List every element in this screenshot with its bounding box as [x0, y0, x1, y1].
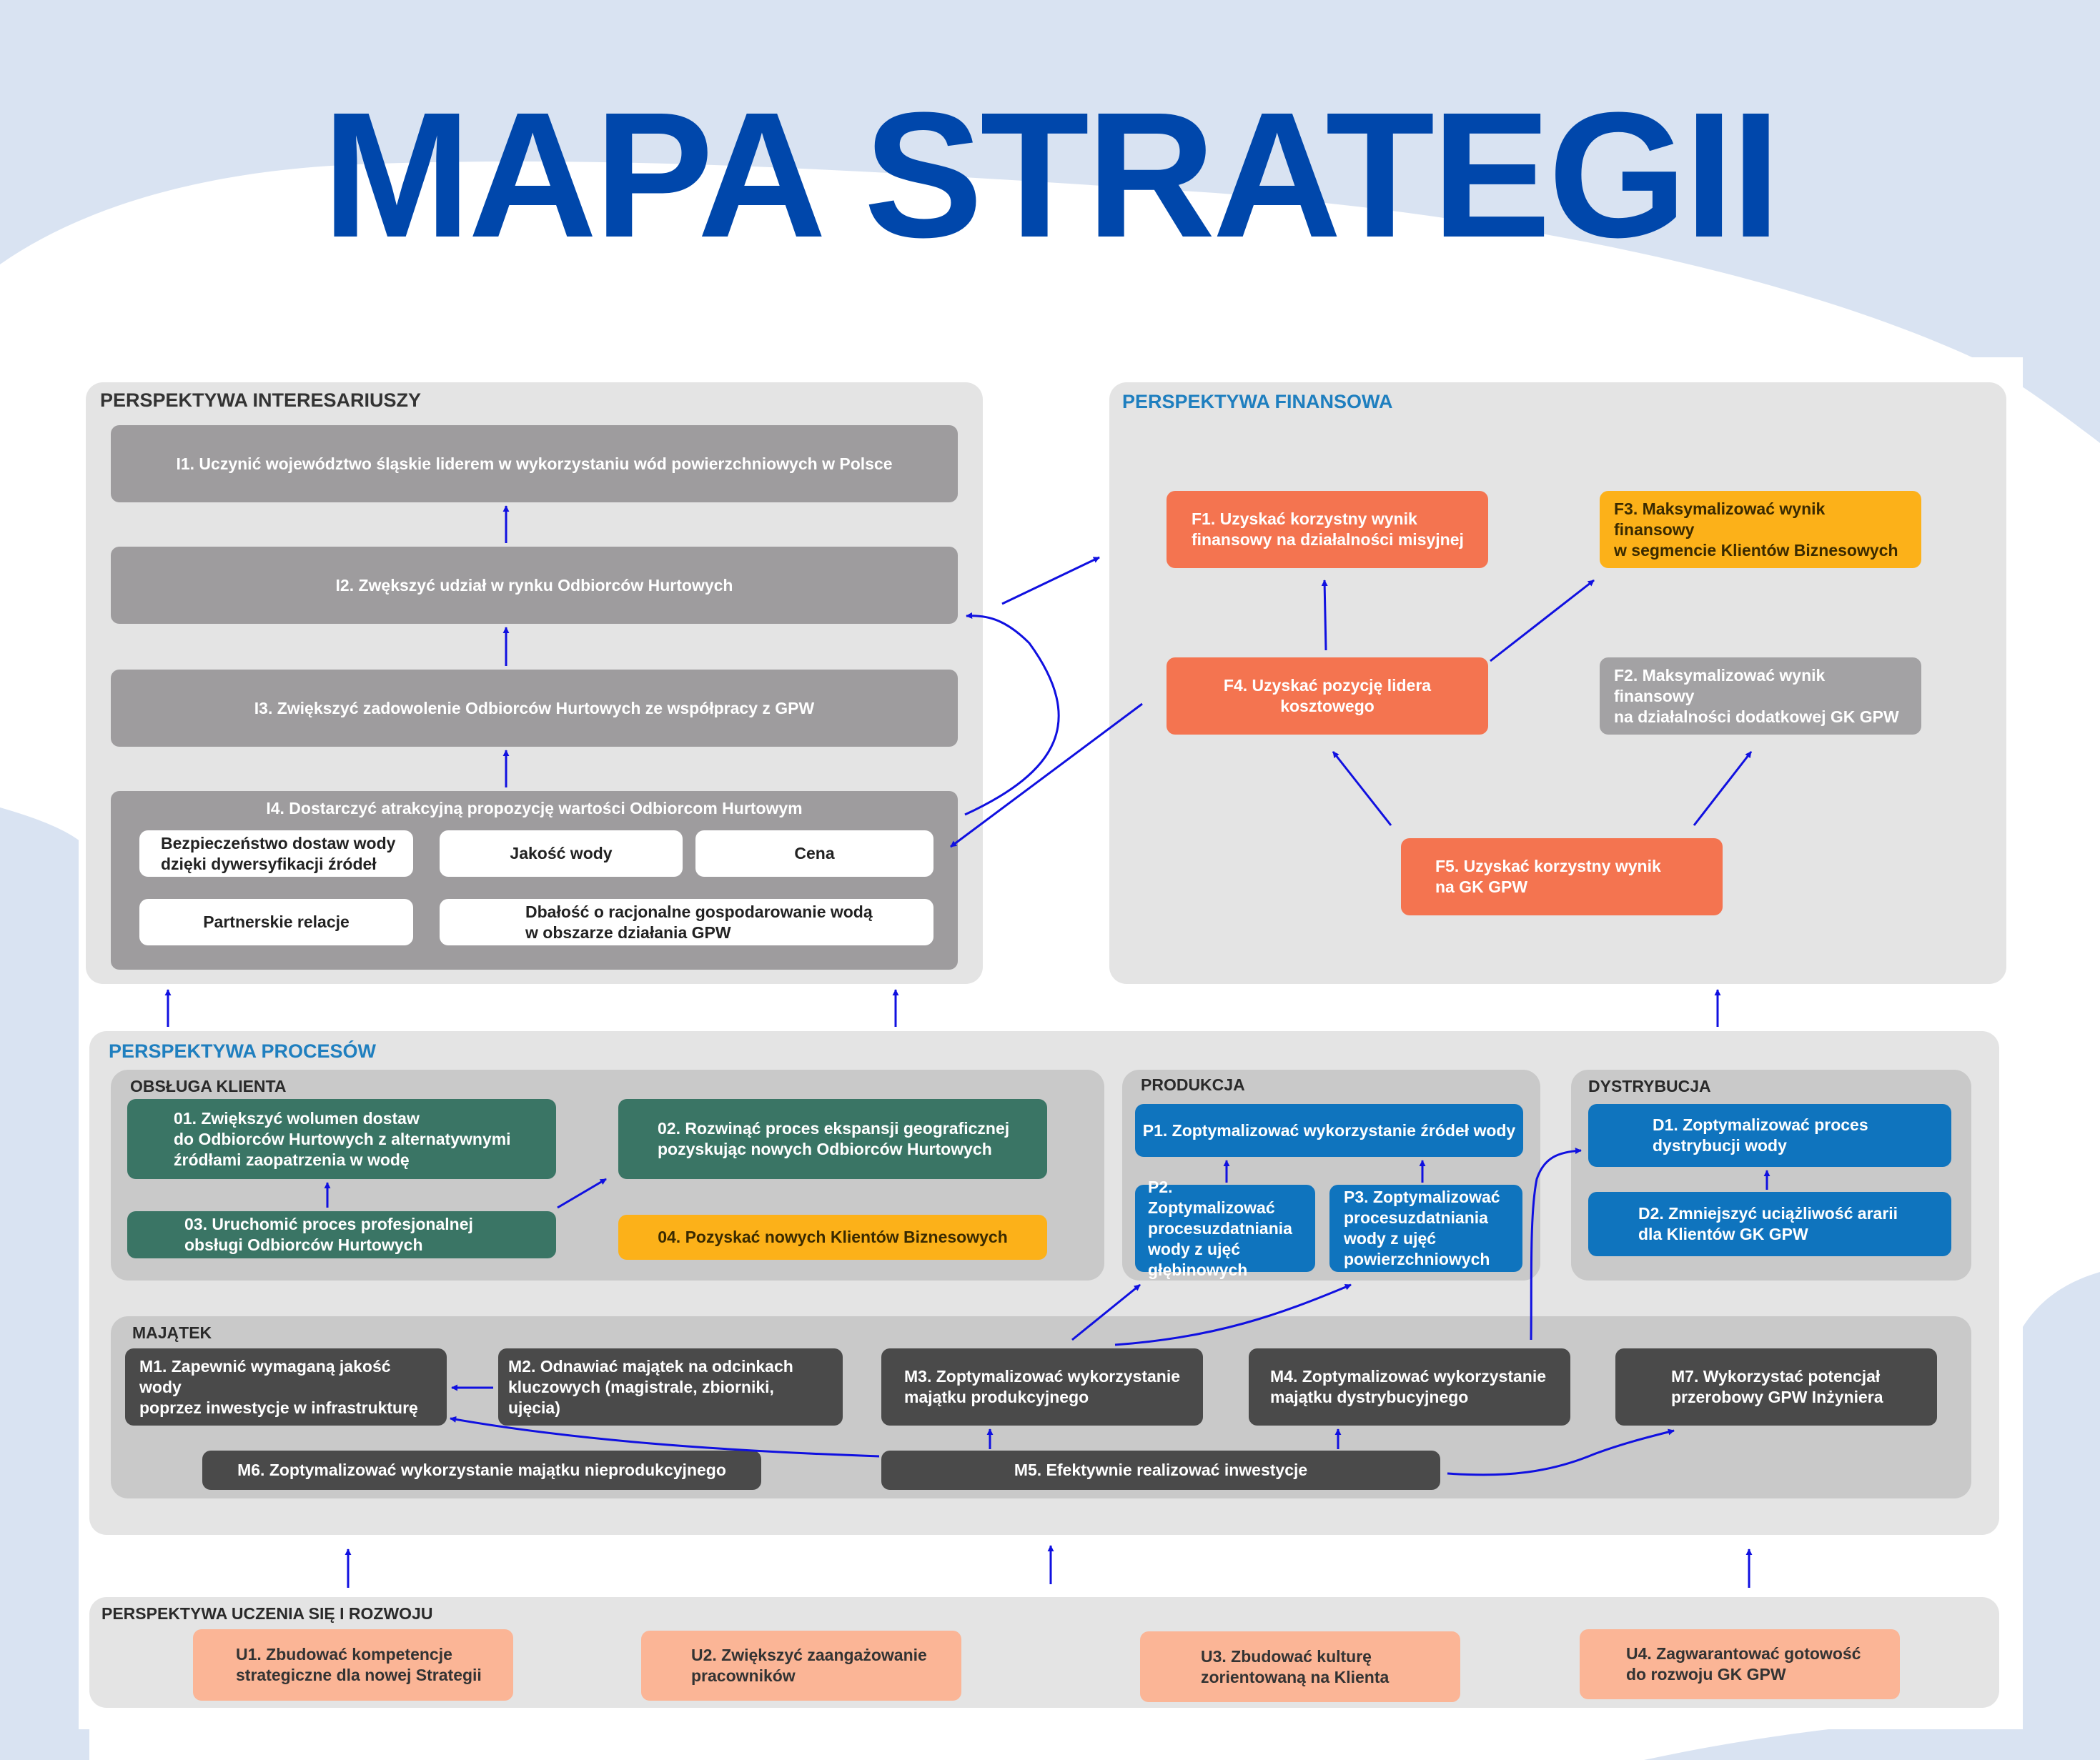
i4-value-price: Cena [695, 830, 933, 877]
objective-i2[interactable]: I2. Zwększyć udział w rynku Odbiorców Hu… [111, 547, 958, 624]
objective-p2[interactable]: P2. Zoptymalizować procesuzdatniania wod… [1135, 1178, 1315, 1279]
i4-value-partnership: Partnerskie relacje [139, 899, 413, 945]
objective-u4[interactable]: U4. Zagwarantować gotowość do rozwoju GK… [1580, 1629, 1900, 1699]
objective-m3[interactable]: M3. Zoptymalizować wykorzystanie majątku… [881, 1348, 1203, 1426]
objective-m2[interactable]: M2. Odnawiać majątek na odcinkach kluczo… [498, 1348, 843, 1426]
objective-u3[interactable]: U3. Zbudować kulturę zorientowaną na Kli… [1140, 1631, 1460, 1702]
customer-service-title: OBSŁUGA KLIENTA [130, 1077, 287, 1095]
objective-m7[interactable]: M7. Wykorzystać potencjał przerobowy GPW… [1615, 1348, 1937, 1426]
objective-p3[interactable]: P3. Zoptymalizować procesuzdatniania wod… [1329, 1185, 1522, 1272]
objective-m1[interactable]: M1. Zapewnić wymaganą jakość wody poprze… [125, 1348, 447, 1426]
assets-title: MAJĄTEK [132, 1323, 212, 1342]
objective-u2[interactable]: U2. Zwiększyć zaangażowanie pracowników [641, 1631, 961, 1701]
production-title: PRODUKCJA [1141, 1075, 1245, 1094]
objective-o2[interactable]: 02. Rozwinąć proces ekspansji geograficz… [618, 1099, 1047, 1179]
objective-f2[interactable]: F2. Maksymalizować wynik finansowy na dz… [1600, 657, 1921, 735]
learning-perspective-title: PERSPEKTYWA UCZENIA SIĘ I ROZWOJU [101, 1604, 433, 1623]
objective-m4[interactable]: M4. Zoptymalizować wykorzystanie majątku… [1249, 1348, 1570, 1426]
objective-f4[interactable]: F4. Uzyskać pozycję lidera kosztowego [1167, 657, 1488, 735]
objective-m6[interactable]: M6. Zoptymalizować wykorzystanie majątku… [202, 1451, 761, 1490]
objective-f3[interactable]: F3. Maksymalizować wynik finansowy w seg… [1600, 491, 1921, 568]
process-perspective-title: PERSPEKTYWA PROCESÓW [109, 1040, 377, 1062]
objective-i3[interactable]: I3. Zwiększyć zadowolenie Odbiorców Hurt… [111, 670, 958, 747]
objective-u1[interactable]: U1. Zbudować kompetencje strategiczne dl… [193, 1629, 513, 1701]
objective-d1[interactable]: D1. Zoptymalizować proces dystrybucji wo… [1588, 1104, 1951, 1167]
financial-perspective-title: PERSPEKTYWA FINANSOWA [1122, 391, 1393, 412]
objective-p1[interactable]: P1. Zoptymalizować wykorzystanie źródeł … [1135, 1104, 1523, 1157]
objective-o1[interactable]: 01. Zwiększyć wolumen dostaw do Odbiorcó… [127, 1099, 556, 1179]
i4-value-water-quality: Jakość wody [440, 830, 683, 877]
i4-value-rational-water-management: Dbałość o racjonalne gospodarowanie wodą… [440, 899, 933, 945]
objective-i1[interactable]: I1. Uczynić województwo śląskie liderem … [111, 425, 958, 502]
objective-d2[interactable]: D2. Zmniejszyć uciążliwość ararii dla Kl… [1588, 1192, 1951, 1256]
stakeholder-perspective-title: PERSPEKTYWA INTERESARIUSZY [100, 389, 422, 411]
objective-f1[interactable]: F1. Uzyskać korzystny wynik finansowy na… [1167, 491, 1488, 568]
page-title: MAPA STRATEGII [322, 75, 1781, 274]
objective-m5[interactable]: M5. Efektywnie realizować inwestycje [881, 1451, 1440, 1490]
i4-value-supply-security: Bezpieczeństwo dostaw wody dzięki dywers… [139, 830, 413, 877]
distribution-title: DYSTRYBUCJA [1588, 1077, 1711, 1095]
objective-f5[interactable]: F5. Uzyskać korzystny wynik na GK GPW [1401, 838, 1723, 915]
objective-o3[interactable]: 03. Uruchomić proces profesjonalnej obsł… [127, 1211, 556, 1258]
objective-o4[interactable]: 04. Pozyskać nowych Klientów Biznesowych [618, 1215, 1047, 1260]
